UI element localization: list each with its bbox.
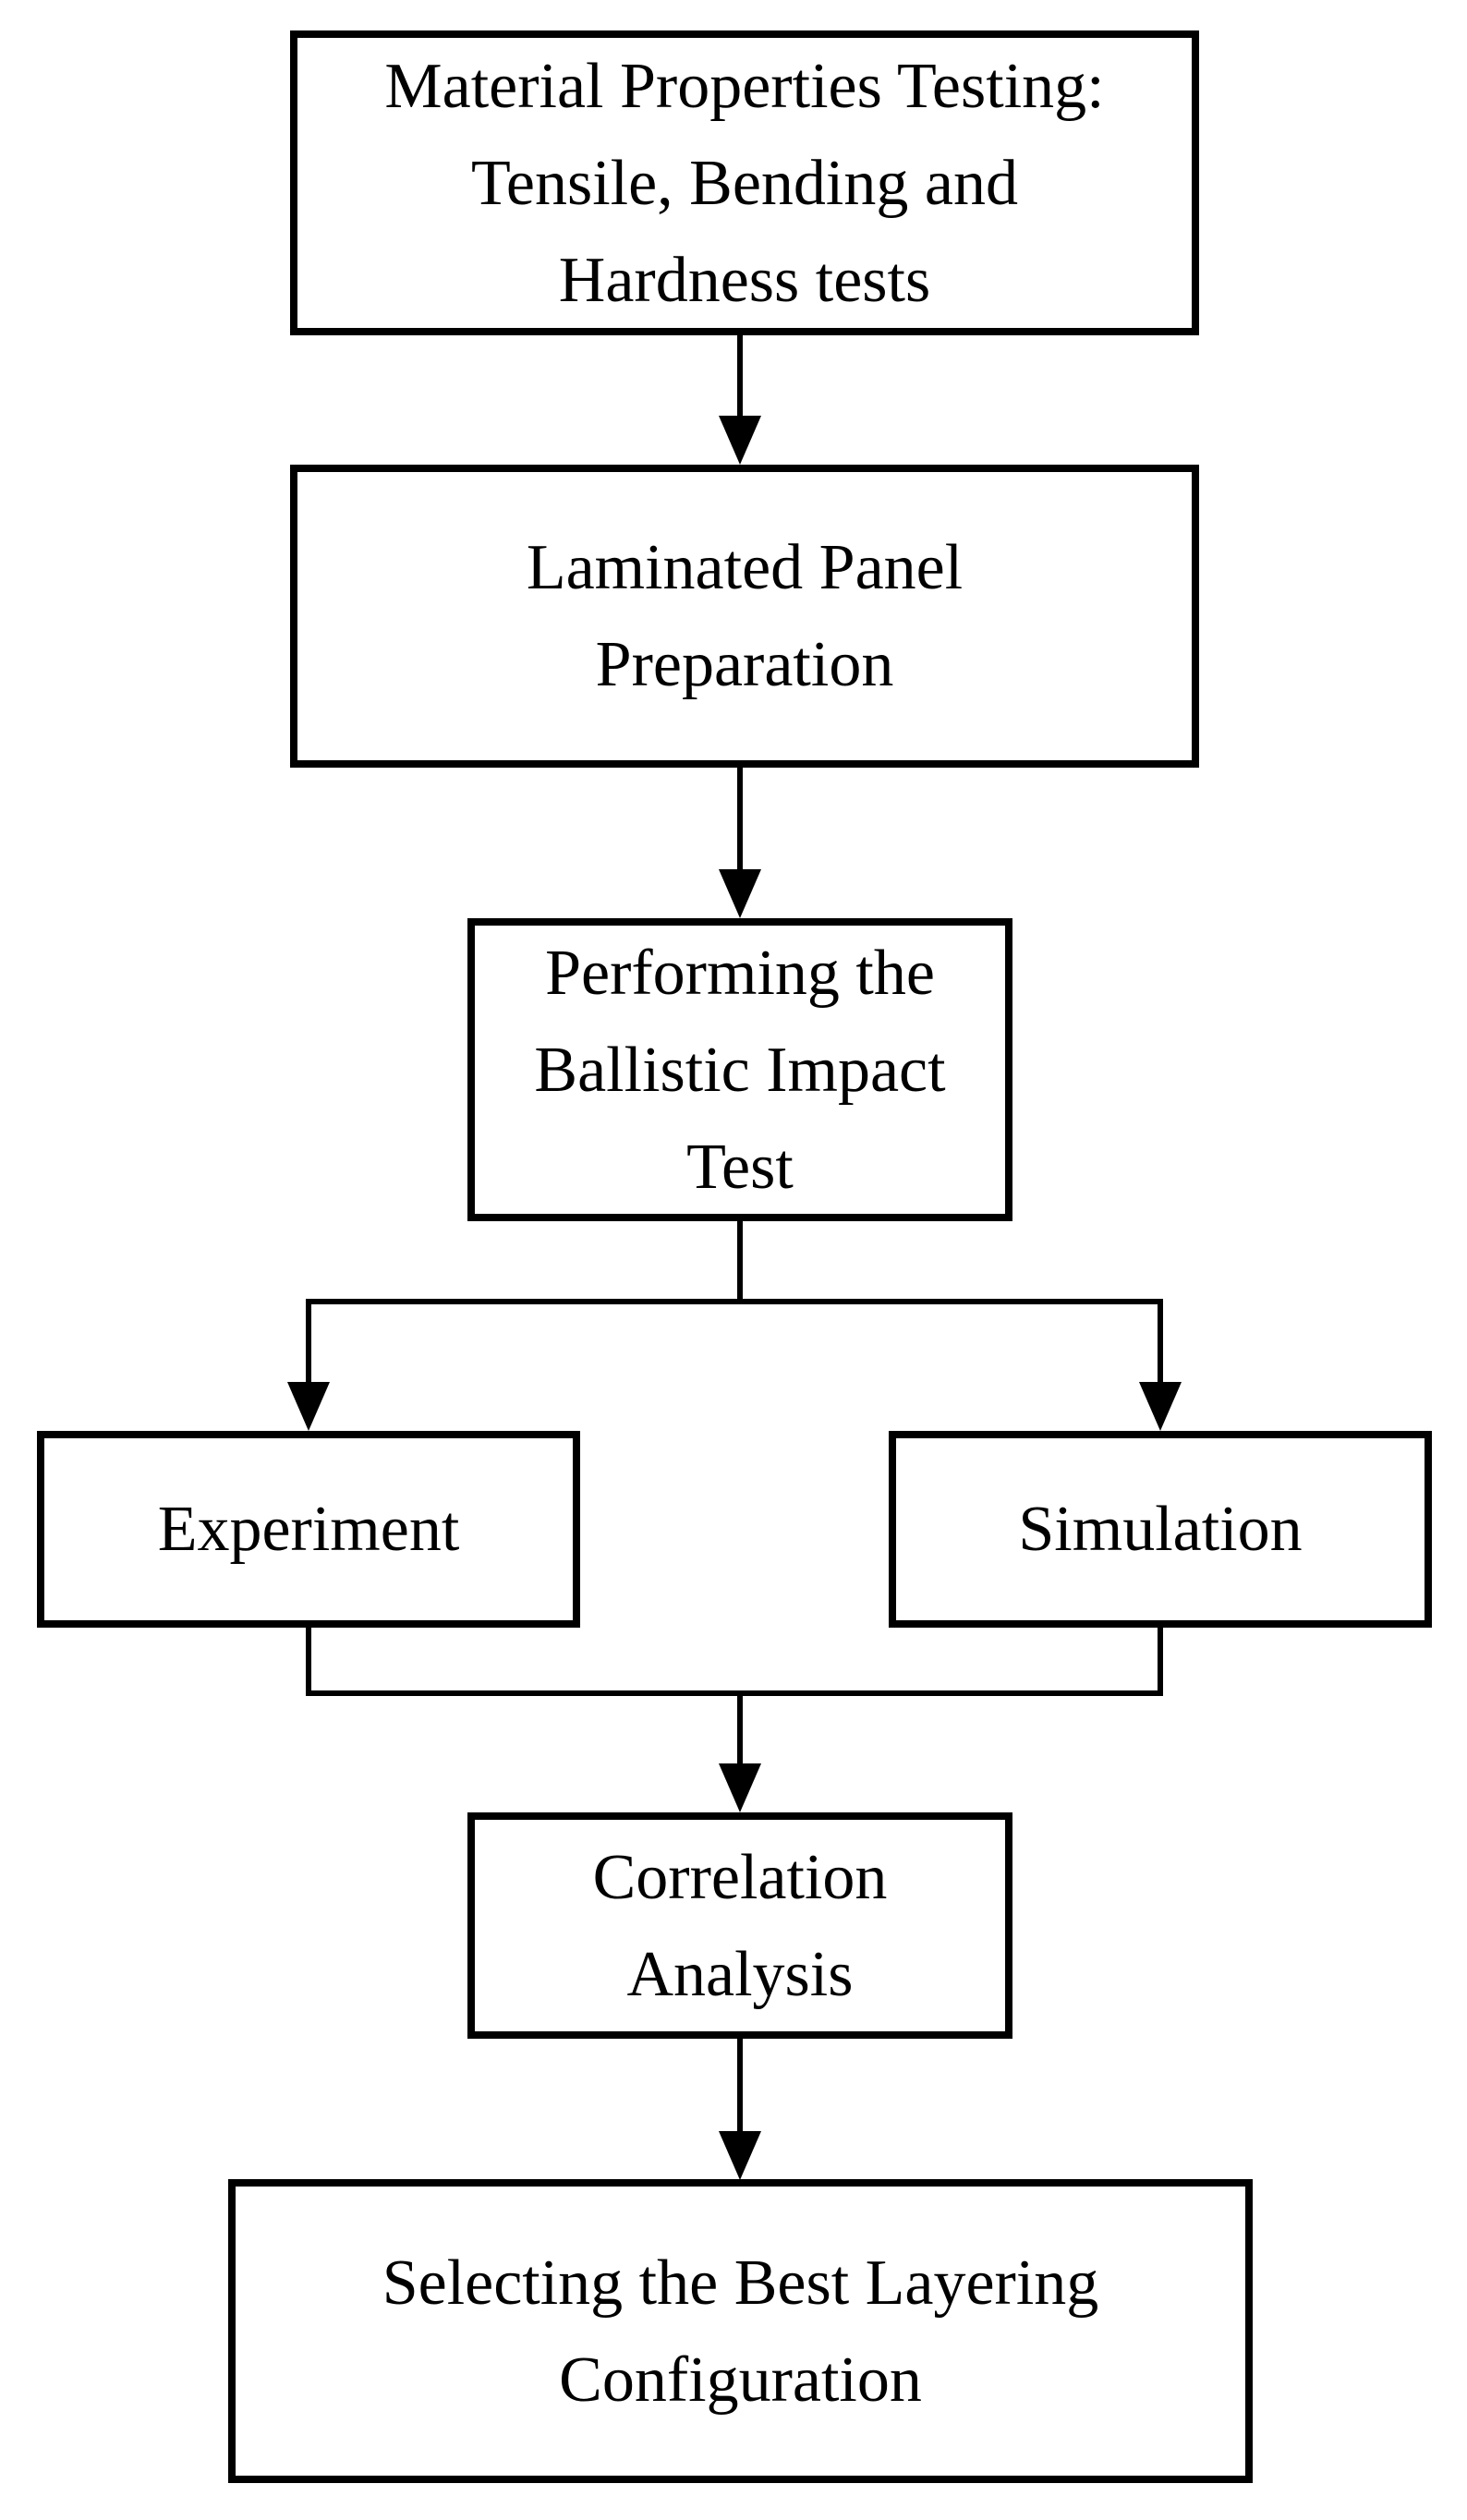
- node-label: Selecting the Best Layering Configuratio…: [382, 2247, 1099, 2416]
- connector-simulation-to-merge: [1158, 1628, 1163, 1696]
- connector-experiment-to-merge: [306, 1628, 311, 1696]
- connector-material-to-panel: [737, 335, 743, 418]
- connector-panel-to-ballistic: [737, 768, 743, 871]
- node-experiment: Experiment: [37, 1431, 580, 1628]
- connector-merge-horizontal: [306, 1690, 1163, 1696]
- arrowhead-down-icon: [287, 1382, 330, 1431]
- node-label: Material Properties Testing: Tensile, Be…: [384, 50, 1105, 316]
- connector-merge-to-correlation: [737, 1696, 743, 1765]
- node-label: Experiment: [157, 1494, 460, 1565]
- node-label: Simulation: [1018, 1494, 1303, 1565]
- node-ballistic-impact-test: Performing the Ballistic Impact Test: [467, 918, 1012, 1221]
- arrowhead-down-icon: [719, 869, 761, 918]
- node-label: Correlation Analysis: [592, 1841, 888, 2010]
- arrowhead-down-icon: [719, 416, 761, 465]
- arrowhead-down-icon: [719, 2131, 761, 2180]
- connector-split-to-simulation: [1158, 1299, 1163, 1384]
- node-best-layering-configuration: Selecting the Best Layering Configuratio…: [228, 2179, 1253, 2483]
- arrowhead-down-icon: [719, 1763, 761, 1812]
- node-laminated-panel-preparation: Laminated Panel Preparation: [290, 465, 1199, 768]
- node-simulation: Simulation: [889, 1431, 1432, 1628]
- node-label: Laminated Panel Preparation: [526, 532, 964, 700]
- connector-split-to-experiment: [306, 1299, 311, 1384]
- connector-ballistic-to-split: [737, 1221, 743, 1304]
- node-material-properties-testing: Material Properties Testing: Tensile, Be…: [290, 30, 1199, 335]
- node-correlation-analysis: Correlation Analysis: [467, 1812, 1012, 2039]
- arrowhead-down-icon: [1139, 1382, 1182, 1431]
- connector-correlation-to-selecting: [737, 2039, 743, 2133]
- node-label: Performing the Ballistic Impact Test: [534, 937, 946, 1203]
- connector-split-horizontal: [306, 1299, 1163, 1304]
